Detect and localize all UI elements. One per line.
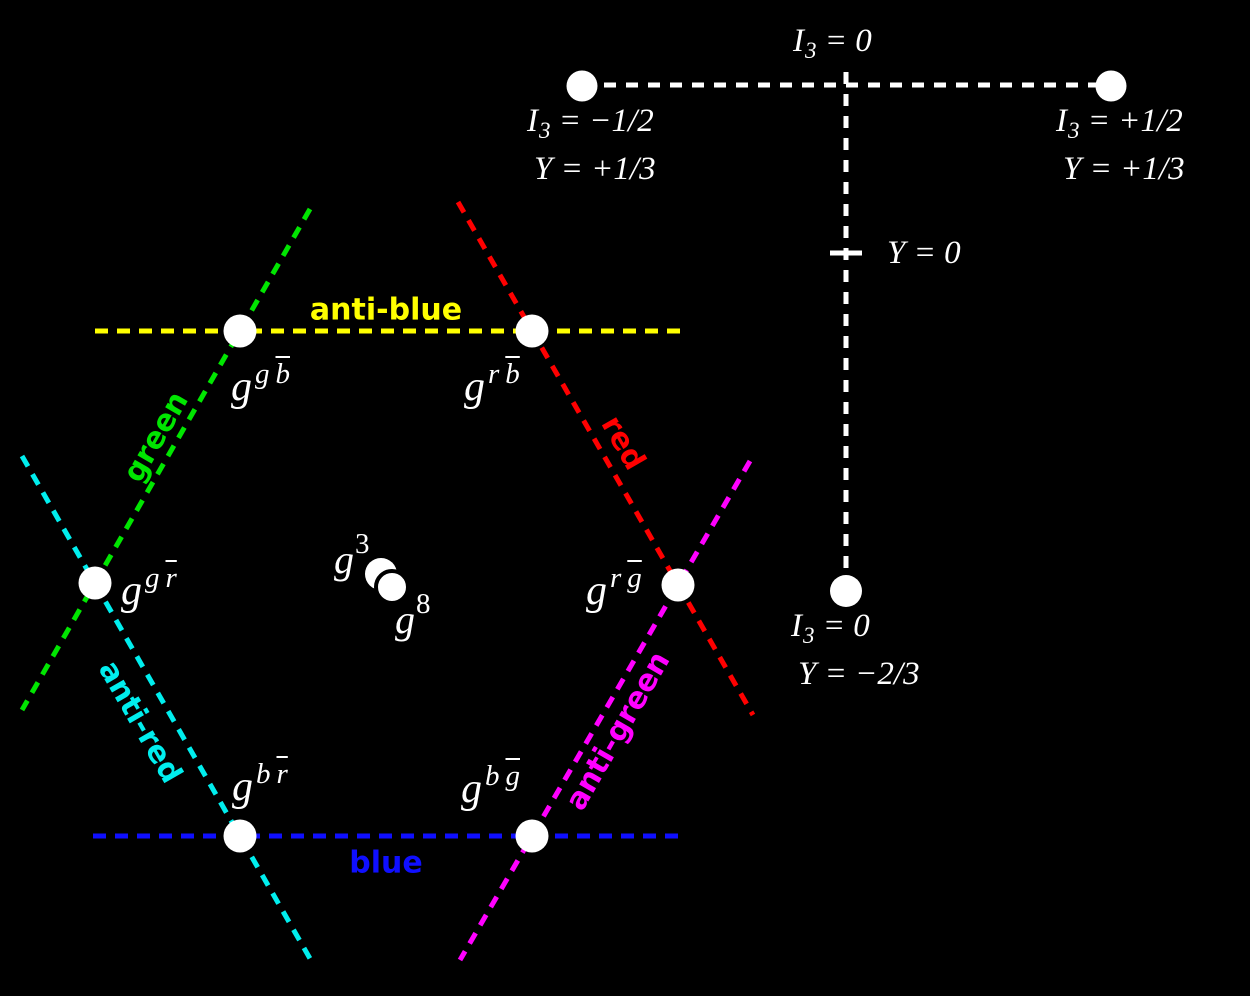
axis-label-y0: Y = 0 — [887, 234, 961, 273]
i3-value: = −1/2 — [550, 103, 654, 139]
gluon-base-glyph: g — [395, 597, 415, 642]
gluon-superscript: g — [255, 358, 270, 390]
i3-subscript: 3 — [1068, 118, 1080, 143]
i3-value: = 0 — [814, 608, 870, 644]
axis-label-line: I3 = 0 — [791, 607, 920, 655]
gluon-base-glyph: g — [586, 568, 607, 614]
axis-label-line: Y = +1/3 — [534, 150, 656, 189]
gluon-superscript-anticolor: b — [505, 358, 520, 390]
i3-value: = +1/2 — [1079, 103, 1183, 139]
i3-symbol: I — [793, 23, 804, 59]
gluon-superscript-anticolor: r — [276, 758, 288, 790]
axis-label-line: Y = +1/3 — [1063, 150, 1185, 189]
gluon-superscript: r — [488, 358, 500, 390]
i3-symbol: I — [527, 103, 538, 139]
gluon-base-glyph: g — [334, 537, 354, 582]
gluon-label-g8: g8 — [395, 590, 431, 642]
label-anti-blue: anti-blue — [309, 292, 463, 328]
i3-value: = 0 — [816, 23, 872, 59]
gluon-superscript: 8 — [416, 588, 431, 620]
gluon-base-glyph: g — [231, 364, 252, 410]
axis-dot-left — [566, 70, 598, 102]
i3-symbol: I — [791, 608, 802, 644]
green-line — [19, 207, 313, 712]
gluon-dot-g-brbar — [223, 819, 257, 853]
y-value: = 0 — [905, 235, 961, 271]
label-blue: blue — [349, 845, 423, 881]
gluon-label-g3: g3 — [334, 530, 370, 582]
gluon-base-glyph: g — [121, 568, 142, 614]
i3-subscript: 3 — [803, 623, 815, 648]
gluon-superscript-anticolor: r — [165, 562, 177, 594]
i3-symbol: I — [1056, 103, 1067, 139]
i3-subscript: 3 — [539, 118, 551, 143]
gluon-dot-g-rbbar — [515, 314, 549, 348]
anti-green-line — [457, 459, 753, 962]
center-dot-g8 — [374, 569, 410, 605]
y-symbol: Y — [887, 235, 906, 271]
axis-label-line: I3 = −1/2 — [527, 102, 656, 150]
y-symbol: Y — [1063, 151, 1082, 187]
gluon-base-glyph: g — [461, 766, 482, 812]
gluon-superscript: r — [610, 562, 622, 594]
red-line — [455, 200, 756, 717]
axis-dot-right — [1095, 70, 1127, 102]
gluon-dot-g-bgbar — [515, 819, 549, 853]
axis-label-right-dot: I3 = +1/2 Y = +1/3 — [1056, 102, 1185, 189]
axis-label-left-dot: I3 = −1/2 Y = +1/3 — [527, 102, 656, 189]
axis-label-line: I3 = +1/2 — [1056, 102, 1185, 150]
gluon-superscript: b — [256, 758, 271, 790]
y-value: = −2/3 — [816, 656, 920, 692]
axis-label-line: Y = −2/3 — [798, 655, 920, 694]
y-symbol: Y — [534, 151, 553, 187]
axis-label-i3-top: I3 = 0 — [793, 22, 872, 70]
anti-red-line — [19, 454, 315, 964]
gluon-superscript: g — [145, 562, 160, 594]
gluon-superscript: b — [485, 760, 500, 792]
y-value: = +1/3 — [552, 151, 656, 187]
axis-dot-bottom — [830, 575, 862, 607]
gluon-base-glyph: g — [464, 364, 485, 410]
gluon-superscript: 3 — [355, 528, 370, 560]
gluon-dot-g-gbbar — [223, 314, 257, 348]
gluon-base-glyph: g — [232, 764, 253, 810]
y-symbol: Y — [798, 656, 817, 692]
gluon-superscript-anticolor: g — [505, 760, 521, 792]
gluon-superscript-anticolor: g — [627, 562, 642, 594]
gluon-dot-g-grbar — [78, 566, 112, 600]
gluon-dot-g-rgbar — [661, 568, 695, 602]
axis-label-bottom-dot: I3 = 0 Y = −2/3 — [791, 607, 920, 694]
i3-subscript: 3 — [805, 38, 817, 63]
gluon-superscript-anticolor: b — [275, 358, 291, 390]
y-value: = +1/3 — [1081, 151, 1185, 187]
